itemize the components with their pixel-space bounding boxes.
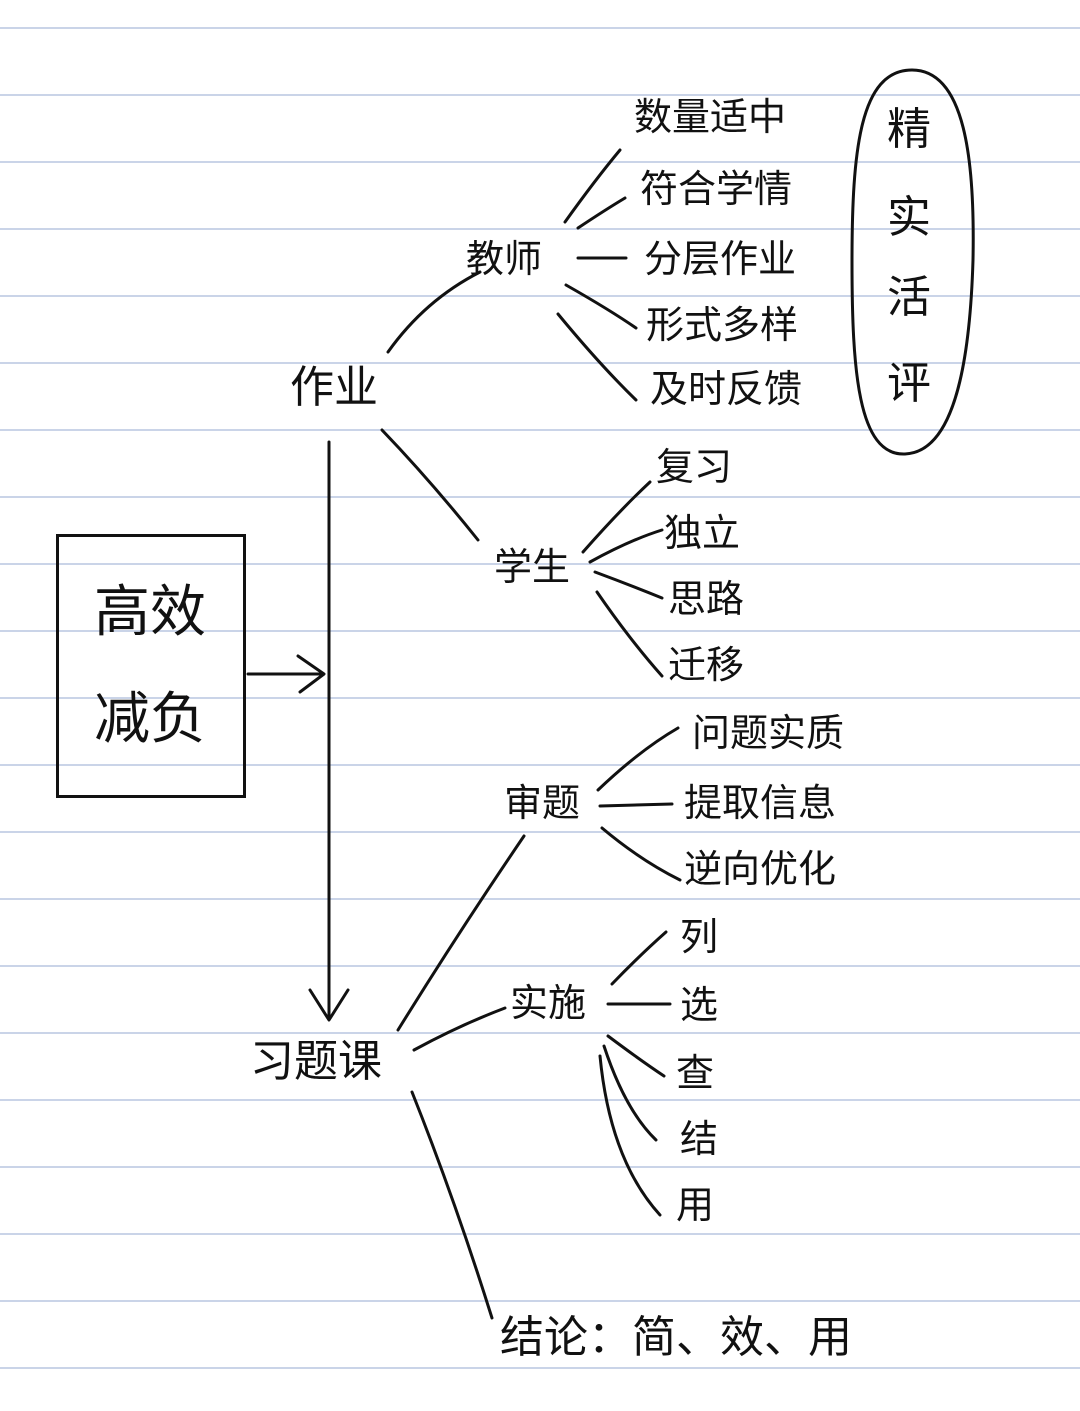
box-line-1: 高效 (94, 580, 206, 645)
line-student-2 (588, 528, 664, 564)
conclusion-text: 结论：简、效、用 (500, 1312, 852, 1363)
efficiency-box (56, 534, 246, 798)
arrow-box-head (296, 654, 326, 694)
line-review-2 (598, 802, 674, 808)
line-student-4 (595, 590, 664, 678)
line-teacher-4 (564, 283, 638, 330)
evaluation-oval (850, 68, 975, 456)
node-practice-class: 习题课 (250, 1036, 382, 1087)
teacher-item-2: 符合学情 (640, 167, 793, 211)
line-implement-5 (598, 1054, 662, 1217)
line-practice-implement (412, 1006, 507, 1052)
line-implement-3 (606, 1034, 666, 1078)
review-item-1: 问题实质 (692, 711, 845, 755)
evaluation-char-4: 评 (887, 358, 931, 409)
line-student-3 (593, 570, 664, 600)
trunk-arrow-head (308, 988, 350, 1022)
line-review-1 (596, 726, 680, 792)
node-review: 审题 (504, 781, 581, 825)
implement-item-5: 用 (676, 1183, 715, 1227)
line-implement-1 (610, 930, 668, 986)
evaluation-char-1: 精 (887, 104, 931, 155)
line-student-1 (581, 480, 652, 554)
evaluation-char-2: 实 (887, 192, 931, 243)
node-homework: 作业 (290, 362, 378, 413)
node-implement: 实施 (510, 981, 587, 1025)
line-practice-review (396, 834, 526, 1032)
student-item-4: 迁移 (668, 643, 745, 687)
line-homework-teacher (386, 270, 482, 354)
node-teacher: 教师 (466, 237, 543, 281)
line-review-3 (600, 826, 682, 882)
line-teacher-5 (556, 312, 638, 402)
line-practice-conclusion (410, 1090, 494, 1320)
implement-item-4: 结 (680, 1117, 719, 1161)
line-teacher-1 (563, 148, 622, 224)
student-item-3: 思路 (668, 577, 745, 621)
teacher-item-3: 分层作业 (644, 237, 797, 281)
teacher-item-1: 数量适中 (634, 95, 787, 139)
review-item-3: 逆向优化 (684, 847, 837, 891)
teacher-item-5: 及时反馈 (650, 367, 803, 411)
evaluation-char-3: 活 (887, 272, 931, 323)
implement-item-1: 列 (680, 915, 719, 959)
line-teacher-2 (576, 196, 627, 230)
line-implement-4 (602, 1044, 658, 1142)
teacher-item-4: 形式多样 (646, 303, 799, 347)
box-line-2: 减负 (94, 687, 206, 752)
implement-item-2: 选 (680, 983, 719, 1027)
node-student: 学生 (494, 545, 571, 589)
implement-item-3: 查 (676, 1051, 715, 1095)
student-item-1: 复习 (656, 445, 733, 489)
student-item-2: 独立 (664, 511, 741, 555)
line-homework-student (380, 428, 480, 542)
review-item-2: 提取信息 (684, 781, 837, 825)
